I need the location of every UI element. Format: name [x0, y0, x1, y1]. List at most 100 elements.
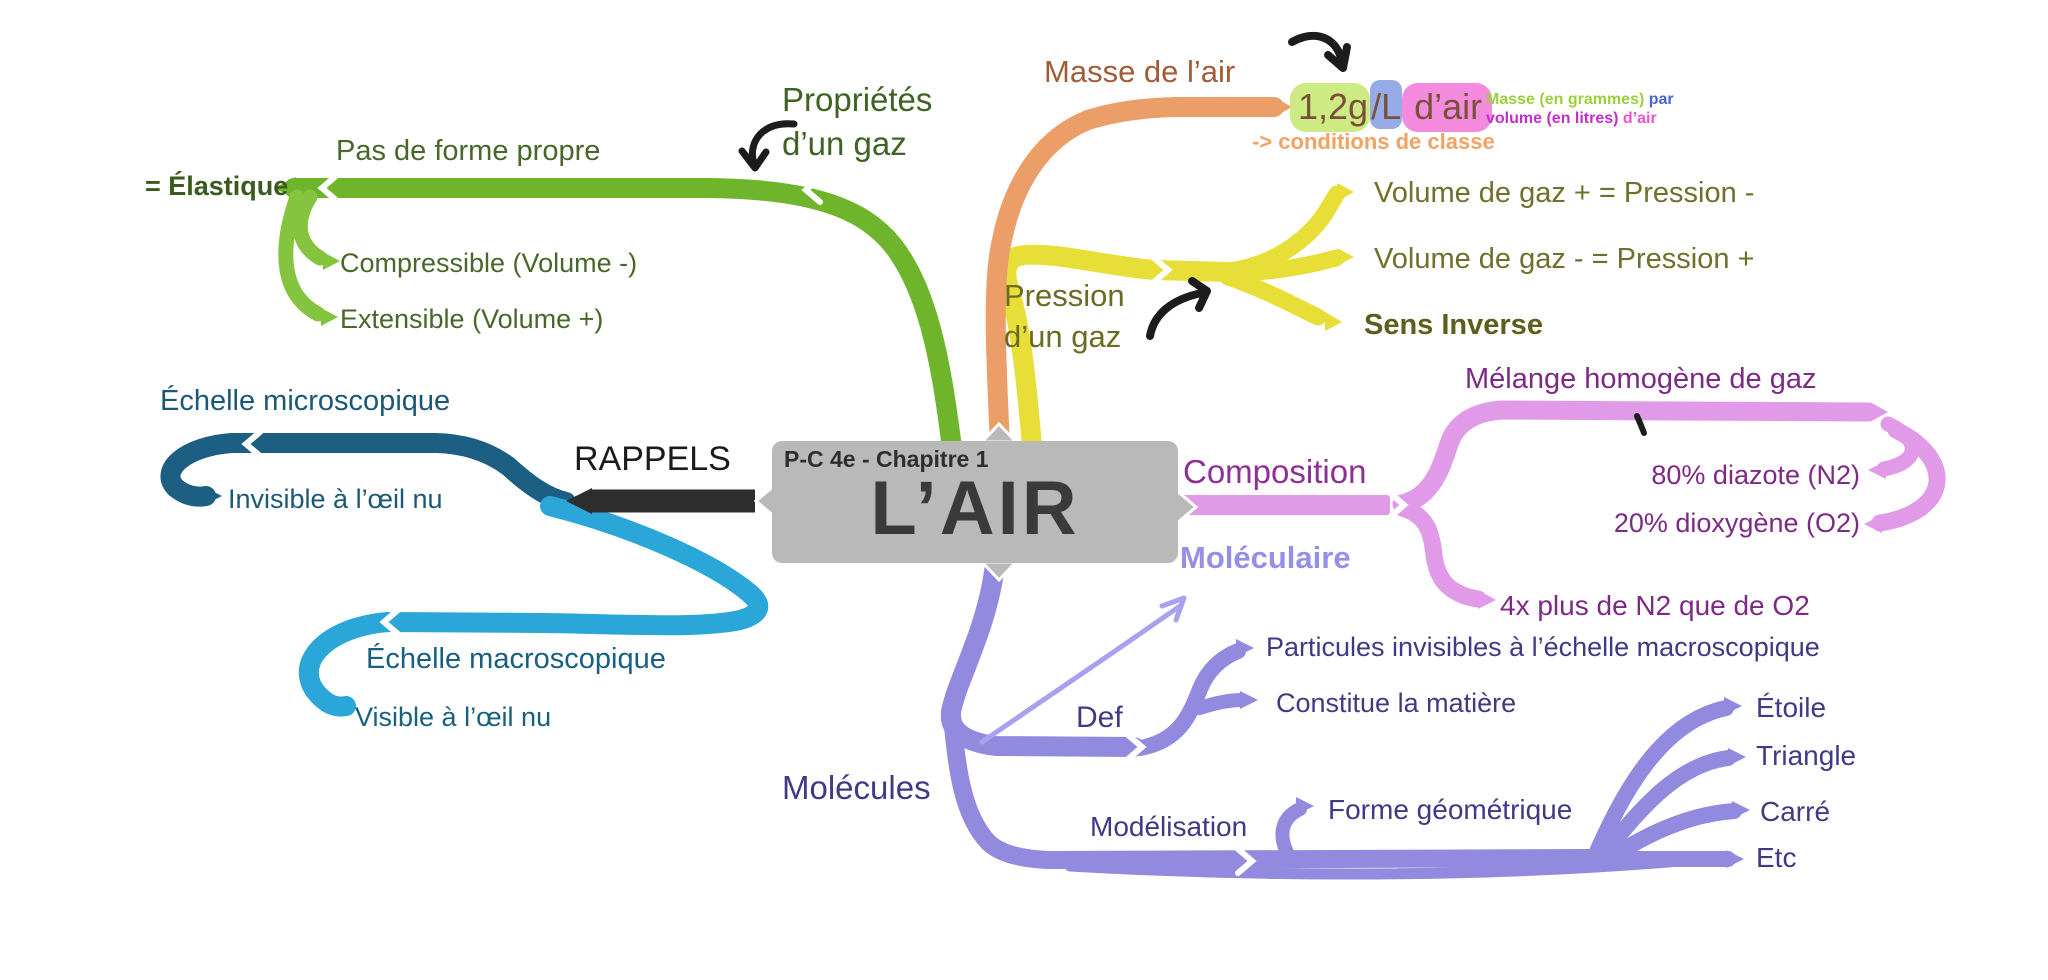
node-carre[interactable]: Carré [1760, 796, 1831, 827]
chevron-notch-icon [1235, 846, 1257, 876]
highlight-per-litre: /L [1370, 80, 1403, 129]
branch-sens-inverse[interactable] [1219, 268, 1327, 326]
branch-ratio[interactable] [1393, 499, 1487, 608]
arrowhead-matiere [1240, 691, 1258, 709]
center-tab-top [978, 421, 1020, 444]
node-masse-de-lair[interactable]: Masse de l’air [1044, 54, 1236, 89]
node-etc[interactable]: Etc [1756, 842, 1797, 873]
node-moleculaire[interactable]: Moléculaire [1180, 540, 1351, 575]
highlight-mass: 1,2g [1290, 83, 1371, 132]
curved-arrowhead-icon [738, 147, 770, 172]
curved-arrow-icon [749, 120, 798, 168]
node-visible-oeil-nu[interactable]: Visible à l’œil nu [355, 702, 552, 732]
chevron-notch-icon [1387, 490, 1409, 520]
node-volume-moins[interactable]: Volume de gaz - = Pression + [1374, 243, 1755, 275]
node-def[interactable]: Def [1076, 701, 1123, 734]
note-conditions-classe[interactable]: -> conditions de classe [1252, 129, 1495, 154]
arrowhead-invisible [204, 487, 222, 505]
node-densite-air[interactable]: 1,2g/L d’air [1290, 80, 1493, 132]
node-invisible-oeil-nu[interactable]: Invisible à l’œil nu [228, 484, 443, 514]
arrowhead-compressible [323, 252, 340, 270]
node-molecules[interactable]: Molécules [782, 769, 931, 806]
branch-masse[interactable] [985, 97, 1284, 455]
chevron-notch-icon [241, 429, 263, 459]
node-ratio-n2-o2[interactable]: 4x plus de N2 que de O2 [1500, 590, 1810, 621]
node-extensible[interactable]: Extensible (Volume +) [340, 304, 604, 334]
node-dioxygene[interactable]: 20% dioxygène (O2) [1613, 508, 1860, 538]
branch-triangle[interactable] [1594, 750, 1736, 864]
node-pression-gaz[interactable]: Pression d’un gaz [1004, 278, 1125, 354]
branch-melange[interactable] [1392, 400, 1878, 514]
chevron-notch-icon [801, 175, 823, 205]
annotation-par-part: par [1644, 91, 1674, 108]
node-diazote[interactable]: 80% diazote (N2) [1651, 460, 1860, 490]
chevron-notch-icon [317, 173, 339, 203]
branch-matiere[interactable] [1193, 693, 1249, 715]
chevron-notch-icon [379, 607, 401, 637]
central-topic[interactable]: P-C 4e - Chapitre 1 L’AIR [772, 441, 1178, 563]
node-echelle-macroscopique[interactable]: Échelle macroscopique [366, 643, 666, 675]
branch-modelisation-understrand [1064, 855, 1686, 880]
node-forme-geometrique[interactable]: Forme géométrique [1328, 794, 1573, 825]
arrowhead-volume-plus [1337, 183, 1354, 201]
arrowhead-masse [1274, 97, 1292, 117]
branch-etoile[interactable] [1587, 700, 1734, 864]
node-elastique[interactable]: = Élastique [145, 171, 289, 201]
moleculaire-arrow-icon [979, 603, 1183, 745]
annotation-volume-part: volume (en litres) [1486, 110, 1619, 128]
arrowhead-rappels [566, 488, 592, 514]
node-compressible[interactable]: Compressible (Volume -) [340, 248, 638, 278]
curved-arrow-icon [1288, 31, 1346, 66]
node-constitue-matiere[interactable]: Constitue la matière [1276, 688, 1517, 718]
branch-extensible[interactable] [278, 189, 326, 322]
branch-modelisation[interactable] [943, 707, 1604, 870]
annotation-air-part: d’air [1618, 110, 1657, 128]
node-rappels[interactable]: RAPPELS [574, 440, 731, 478]
arrowhead-extensible [321, 308, 338, 326]
page-title: L’AIR [870, 466, 1080, 551]
arrowhead-carre [1732, 801, 1750, 819]
curved-arrow-icon [1146, 289, 1206, 340]
node-composition[interactable]: Composition [1183, 453, 1367, 490]
annotation-masse-volume: Masse (en grammes) par volume (en litres… [1486, 90, 1674, 128]
arrowhead-visible [336, 696, 354, 714]
arrowhead-sens-inverse [1325, 312, 1342, 331]
arrowhead-diazote [1868, 461, 1886, 479]
branch-carre[interactable] [1604, 803, 1742, 865]
branch-dioxygene[interactable] [1871, 421, 1946, 532]
chevron-notch-icon [1125, 732, 1147, 762]
node-triangle[interactable]: Triangle [1756, 740, 1857, 771]
arrowhead-particules [1236, 639, 1254, 657]
node-proprietes-gaz[interactable]: Propriétés d’un gaz [782, 81, 933, 162]
arrowhead-ratio [1478, 590, 1496, 609]
tick-mark-icon [1634, 413, 1647, 436]
arrowhead-dioxygene [1864, 515, 1882, 533]
node-particules-invisibles[interactable]: Particules invisibles à l’échelle macros… [1266, 632, 1820, 662]
branch-echelle-macroscopique[interactable] [298, 496, 769, 717]
node-echelle-microscopique[interactable]: Échelle microscopique [160, 385, 451, 417]
node-volume-plus[interactable]: Volume de gaz + = Pression - [1374, 177, 1755, 209]
branch-echelle-microscopique[interactable] [160, 433, 576, 512]
curved-arrowhead-icon [1324, 43, 1351, 72]
chevron-notch-icon [1151, 255, 1173, 285]
arrowhead-melange [1870, 402, 1888, 422]
node-etoile[interactable]: Étoile [1756, 692, 1827, 723]
arrowhead-triangle [1728, 748, 1746, 766]
curved-arrowhead-icon [1188, 277, 1211, 312]
node-pas-de-forme[interactable]: Pas de forme propre [336, 135, 601, 167]
branch-compressible[interactable] [292, 189, 328, 266]
highlight-of-air: d’air [1402, 83, 1493, 132]
moleculaire-arrowhead-icon [1159, 595, 1187, 623]
arrowhead-volume-moins [1337, 248, 1354, 266]
branch-volume-moins[interactable] [1219, 249, 1345, 282]
course-subtitle: P-C 4e - Chapitre 1 [784, 446, 989, 472]
branch-particules[interactable] [1132, 643, 1246, 756]
node-modelisation[interactable]: Modélisation [1090, 811, 1248, 842]
node-sens-inverse[interactable]: Sens Inverse [1364, 309, 1543, 341]
annotation-mass-part: Masse (en grammes) [1486, 91, 1645, 108]
branch-proprietes[interactable] [284, 178, 962, 458]
node-melange-homogene[interactable]: Mélange homogène de gaz [1465, 363, 1817, 395]
branch-forme-geometrique[interactable] [1275, 802, 1307, 865]
